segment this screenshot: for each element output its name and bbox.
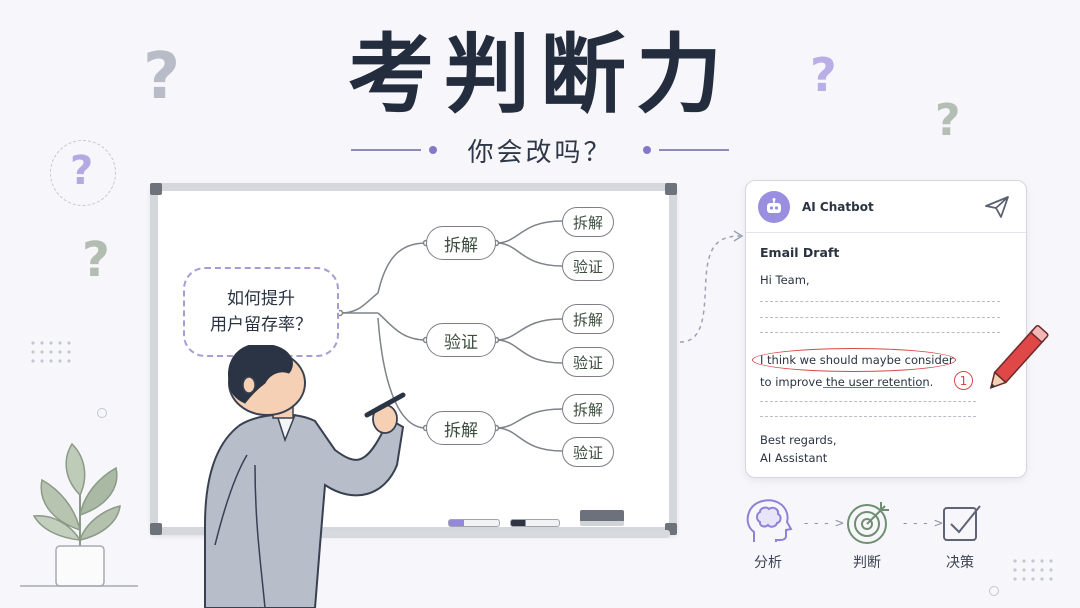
placeholder-line-5 [760,416,976,417]
branch-3: 拆解 [426,411,496,445]
subtitle-line-left [351,149,422,151]
page-title: 考判断力 [348,25,732,125]
email-line-1: I think we should maybe consider [760,353,954,367]
marker-black [510,519,560,527]
annotation-marker: 1 [954,371,973,390]
branch-2: 验证 [426,323,496,357]
marker-tray [270,530,670,538]
question-mark-2: ? [810,48,837,102]
question-line-1: 如何提升 [227,289,295,309]
branch-2-child-1: 拆解 [562,304,614,334]
subtitle-row: 你会改吗？ [340,130,740,170]
marker-purple [448,519,500,527]
subtitle-dot-right [642,146,651,154]
robot-icon [758,190,790,223]
highlight-underline [823,387,925,388]
checkbox-icon [943,505,981,541]
chat-card: AI Chatbot Email Draft Hi Team, I think … [745,180,1027,478]
small-ring-right [989,586,999,596]
step-arrow-1: - - - > [804,516,846,530]
email-closing-1: Best regards, [760,433,837,447]
board-corner-tr [665,183,677,195]
chat-header: AI Chatbot [746,181,1026,233]
highlight-ellipse [752,348,956,372]
question-mark-1: ? [143,40,181,114]
placeholder-line-1 [760,301,1000,302]
dot-grid-right [1013,559,1053,581]
email-closing-2: AI Assistant [760,451,828,465]
dashed-connector [679,230,744,343]
email-line-2: to improve the user retention. [760,375,933,389]
subtitle-line-right [658,149,729,151]
board-corner-tl [150,183,162,195]
email-line-2-prefix: to improve [760,375,826,389]
step-label-judge: 判断 [853,555,881,571]
eraser [580,510,624,526]
question-mark-5: ? [82,232,110,288]
board-corner-bl [150,523,162,535]
placeholder-line-3 [760,332,1000,333]
step-label-analyze: 分析 [754,555,782,571]
potted-plant [20,442,138,587]
person-illustration [204,345,406,608]
step-label-decide: 决策 [946,555,974,571]
branch-3-child-2: 验证 [562,437,614,467]
branch-1: 拆解 [426,226,496,260]
question-circle-dashed [50,140,116,206]
branch-2-child-2: 验证 [562,347,614,377]
placeholder-line-2 [760,317,1000,318]
question-bubble: 如何提升 用户留存率？ [183,267,339,357]
chat-title: AI Chatbot [802,199,874,214]
branch-1-child-2: 验证 [562,251,614,281]
question-mark-3: ? [935,95,961,146]
subtitle-dot-left [429,146,438,154]
brain-head-icon [746,499,793,542]
small-ring-left [97,408,107,418]
page-subtitle: 你会改吗？ [467,137,613,168]
email-line-2-highlight: the user retention. [825,375,934,389]
pencil-icon [989,324,1049,390]
branch-3-child-1: 拆解 [562,394,614,424]
send-icon[interactable] [984,195,1010,219]
step-arrow-2: - - - > [903,516,945,530]
question-mark-4: ? [70,148,94,194]
dot-grid-left [31,341,71,363]
email-heading: Email Draft [760,245,840,260]
target-icon [847,502,889,544]
question-line-2: 用户留存率？ [210,315,312,335]
branch-1-child-1: 拆解 [562,207,614,237]
email-greeting: Hi Team, [760,273,810,287]
placeholder-line-4 [760,401,976,402]
